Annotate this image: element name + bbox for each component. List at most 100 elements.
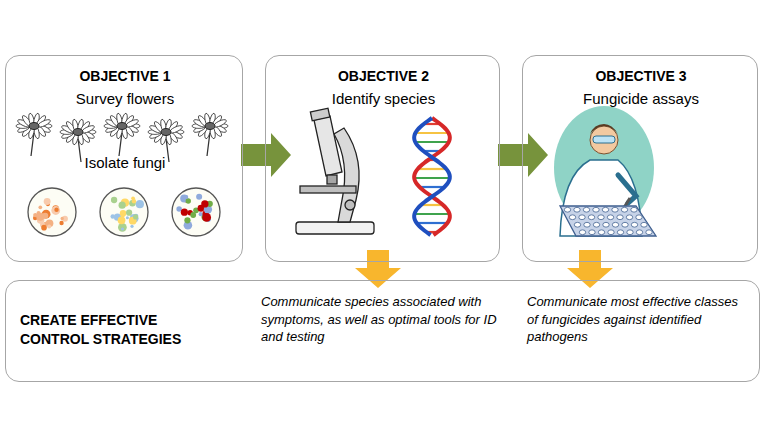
fungal-colony	[126, 210, 132, 216]
fungal-colony	[129, 200, 136, 207]
plate-well	[593, 207, 599, 212]
hair	[590, 124, 618, 134]
objective-box: OBJECTIVE 1Survey flowersIsolate fungi	[5, 55, 243, 262]
fungal-colony	[119, 202, 126, 209]
flower	[16, 113, 52, 156]
flower	[104, 113, 140, 156]
fungal-colony	[120, 210, 127, 217]
fungal-colony	[121, 227, 124, 230]
objective-box: OBJECTIVE 3 Fungicide assays	[522, 55, 758, 262]
plate-well	[622, 222, 628, 227]
objective-heading: OBJECTIVE 3	[523, 68, 759, 86]
plate-well	[608, 230, 614, 235]
plate-well	[569, 215, 575, 220]
fungal-colony	[59, 221, 63, 225]
plate-well	[612, 222, 618, 227]
plate-well	[631, 222, 637, 227]
objective-step: Fungicide assays	[523, 90, 759, 109]
plate-well	[636, 230, 642, 235]
dna-rung	[416, 222, 447, 224]
plate-well	[598, 215, 604, 220]
fungal-colony	[118, 216, 126, 224]
plate-well	[631, 207, 637, 212]
flower-centre	[73, 129, 83, 136]
dna-rung	[415, 132, 449, 134]
plate-well	[574, 207, 580, 212]
fungal-colony	[196, 194, 202, 200]
plate-well	[598, 230, 604, 235]
flower-centre	[205, 123, 215, 130]
dna-helix	[414, 118, 450, 235]
plate-well	[626, 215, 632, 220]
fungal-colony	[181, 209, 188, 216]
plate-well	[627, 230, 633, 235]
plate-well	[612, 207, 618, 212]
flow-arrow	[241, 133, 291, 177]
plate-well	[603, 222, 609, 227]
fungal-colony	[202, 213, 211, 222]
fungal-colony	[184, 195, 188, 199]
down-arrow	[355, 250, 401, 288]
down-arrow	[567, 250, 613, 288]
microscope-stage	[300, 186, 356, 193]
plate-well	[636, 215, 642, 220]
microscope-arm	[334, 128, 359, 222]
fungal-colony	[126, 216, 129, 219]
arm	[618, 175, 636, 203]
objective-heading: OBJECTIVE 2	[266, 68, 501, 86]
fungal-colony	[184, 217, 190, 223]
fungal-colony	[190, 212, 196, 218]
fungal-colony	[133, 214, 138, 219]
dna-rung	[415, 141, 449, 143]
plate-well	[617, 230, 623, 235]
plate-well	[574, 222, 580, 227]
microscope-base	[296, 222, 374, 234]
fungal-colony	[61, 217, 64, 220]
goggles	[593, 136, 615, 143]
fungal-colony	[199, 212, 203, 216]
plate-well	[583, 207, 589, 212]
plate-well	[646, 230, 652, 235]
plate-well	[588, 215, 594, 220]
fungal-colony	[136, 200, 144, 208]
plate-well	[579, 230, 585, 235]
fungal-colony	[111, 197, 117, 203]
plate-well	[607, 215, 613, 220]
microscope-eyepiece	[310, 108, 329, 121]
scientist-icon	[554, 106, 656, 236]
fungal-colony	[131, 196, 135, 200]
outcome-note: Communicate most effective classes of fu…	[527, 293, 752, 346]
fungal-colony	[118, 223, 127, 232]
fungal-colony	[51, 206, 60, 215]
flower-centre	[29, 123, 39, 130]
fungal-colony	[36, 213, 44, 221]
dna-strand	[414, 118, 450, 235]
head	[590, 126, 618, 154]
fungal-colony	[44, 198, 51, 205]
dna-rung	[414, 213, 449, 215]
flow-arrow	[498, 133, 548, 177]
outcome-note: Communicate species associated with symp…	[261, 293, 511, 346]
petri-dish	[172, 188, 220, 236]
plate-well	[579, 215, 585, 220]
fungal-colony	[38, 205, 42, 209]
plate-well	[617, 215, 623, 220]
microscope-knob	[345, 200, 355, 210]
plate-well	[593, 222, 599, 227]
objective-box: OBJECTIVE 2Identify species	[265, 55, 500, 262]
plate-well	[621, 207, 627, 212]
band-heading: CREATE EFFECTIVE CONTROL STRATEGIES	[20, 311, 215, 349]
plate-well	[589, 230, 595, 235]
fungal-colony	[201, 200, 208, 207]
fungal-colony	[130, 225, 133, 228]
dna-rung	[418, 168, 447, 170]
petri-dish	[28, 188, 76, 236]
plate-well	[602, 207, 608, 212]
flower-centre	[161, 129, 171, 136]
fungal-colony	[41, 225, 47, 231]
microscope-tube	[314, 116, 342, 176]
flower	[192, 113, 228, 156]
